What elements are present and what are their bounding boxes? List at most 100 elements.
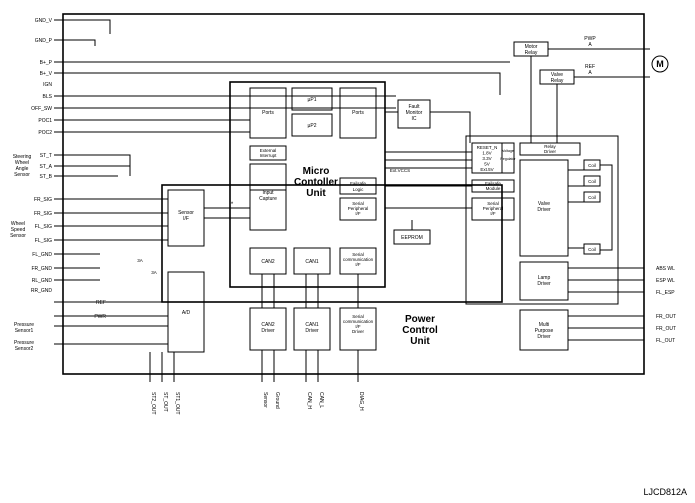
steering-label-0: Steering: [13, 154, 32, 160]
external-interrupt-text-1: Interrupt: [260, 153, 278, 158]
pressure2-label-0: Pressure: [14, 340, 34, 346]
left-pin-18: RL_GND: [32, 278, 53, 284]
external-interrupt-block: [249, 145, 287, 161]
mcu-title-1: Contoller: [294, 177, 338, 188]
coil-2: [583, 175, 601, 187]
reset-text-2: 3.3V: [482, 156, 491, 161]
valve-driver-text-1: Driver: [537, 207, 551, 213]
sensor-if-text-1: I/F: [183, 216, 189, 222]
wheel-label-1: Speed: [11, 227, 26, 233]
pwr-label: PWR: [94, 314, 106, 320]
left-pin-14: FL_SIG: [35, 224, 52, 230]
sensor-if-text-0: Sensor: [178, 210, 194, 216]
can2-driver-text-0: CAN2: [261, 322, 275, 328]
steering-label-3: Sensor: [14, 172, 30, 178]
left-pin-16: FL_GND: [32, 252, 52, 258]
left-pin-13: FR_SIG: [34, 211, 52, 217]
bottom-pin-2: ST1_OUT: [174, 392, 180, 415]
voltage-regulator-text-0: Voltage: [502, 149, 514, 153]
ad-block: [167, 271, 205, 353]
serial-comm-driver-text-3: Driver: [352, 329, 365, 334]
bottom-pin-5: CAN_H: [306, 392, 312, 409]
power-control-unit-frame: [161, 184, 503, 303]
motor-pwr-unit: A: [588, 42, 592, 48]
lamp-driver-text-1: Driver: [537, 281, 551, 287]
ac2-text: 3A: [151, 270, 157, 275]
left-pin-17: FR_GND: [31, 266, 52, 272]
motor-pwr-label: PWP: [584, 36, 596, 42]
coil-text-2: Coil: [588, 195, 596, 200]
serial-peripheral-text-2: I/F: [355, 211, 361, 216]
coil-text-1: Coil: [588, 179, 596, 184]
left-pin-19: RR_GND: [31, 288, 53, 294]
external-interrupt-text-0: External: [260, 148, 277, 153]
reset-text-0: RESET_N: [477, 145, 498, 150]
serial-peripheral-if2-block: [471, 197, 515, 221]
voltage-regulator-text-1: Regulator: [500, 157, 516, 161]
relay-driver-text-1: Driver: [544, 149, 557, 154]
right-pin-2: FL_ESP: [656, 290, 675, 296]
relay-driver-block: [519, 142, 581, 156]
left-pin-4: IGN: [43, 82, 52, 88]
serial-comm-driver-text-2: I/F: [355, 324, 361, 329]
valve-relay-label-0: Valve: [551, 72, 563, 78]
serial-comm-text-0: Serial: [352, 252, 364, 257]
coil-3: [583, 191, 601, 203]
right-pin-0: ABS WL: [656, 266, 675, 272]
voltage-regulator-block: [501, 142, 515, 174]
multi-purpose-text-1: Purpose: [535, 328, 554, 334]
serial-peripheral-text-1: Peripheral: [348, 206, 369, 211]
left-pin-2: B+_P: [40, 60, 53, 66]
input-capture-block: [249, 163, 287, 231]
multi-purpose-text-2: Driver: [537, 334, 551, 340]
reset-text-3: 5V: [484, 162, 490, 167]
bottom-pin-3: Sensor: [262, 392, 268, 408]
left-pin-12: FR_SIG: [34, 197, 52, 203]
up2-text: µP2: [308, 123, 317, 129]
serial-peripheral-if2-text-0: Serial: [487, 201, 499, 206]
left-pin-5: BLS: [43, 94, 53, 100]
driver-frame: [465, 135, 619, 305]
serial-comm-driver-text-0: Serial: [352, 314, 364, 319]
can1-driver-block: [293, 307, 331, 351]
lamp-driver-text-0: Lamp: [538, 275, 551, 281]
left-pin-8: POC2: [38, 130, 52, 136]
ports-left-text: Ports: [262, 110, 274, 116]
serial-peripheral-if2-text-2: I/F: [490, 211, 496, 216]
left-pin-0: GND_V: [35, 18, 53, 24]
failsafe-logic-text-0: Failsafe: [350, 181, 366, 186]
pcu-title-0: Power: [405, 314, 435, 325]
wheel-label-0: Wheel: [11, 221, 25, 227]
steering-label-2: Angle: [16, 166, 29, 172]
steering-label-1: Wheel: [15, 160, 29, 166]
pressure2-label-1: Sensor2: [15, 346, 34, 352]
left-pin-1: GND_P: [35, 38, 53, 44]
can2-driver-text-1: Driver: [261, 328, 275, 334]
valve-relay-label-1: Relay: [551, 78, 564, 84]
fault-monitor-block: [397, 99, 431, 129]
right-pin-4: FR_OUT: [656, 326, 676, 332]
bottom-pin-1: ST_OUT: [162, 392, 168, 412]
wheel-label-2: Sensor: [10, 233, 26, 239]
motor-ref-label: REF: [585, 64, 595, 70]
up2-block: [291, 113, 333, 137]
can2-driver-block: [249, 307, 287, 351]
input-capture-text-1: Capture: [259, 196, 277, 202]
left-pin-6: OFF_SW: [31, 106, 52, 112]
ports-left-block: [249, 87, 287, 139]
eeprom-text: EEPROM: [401, 235, 423, 241]
bottom-pin-0: ST2_OUT: [150, 392, 156, 415]
failsafe-logic-block: [339, 177, 377, 195]
left-pin-7: POC1: [38, 118, 52, 124]
up1-text: µP1: [308, 97, 317, 103]
micro-controller-unit: [229, 81, 386, 288]
fault-monitor-text-2: IC: [412, 116, 417, 122]
fault-monitor-text-0: Fault: [408, 104, 420, 110]
can2-text: CAN2: [261, 259, 275, 265]
pcu-title-2: Unit: [410, 336, 430, 347]
pressure1-label-1: Sensor1: [15, 328, 34, 334]
valve-driver-block: [519, 159, 569, 257]
left-pin-15: FL_SIG: [35, 238, 52, 244]
mcu-title-0: Micro: [303, 166, 330, 177]
